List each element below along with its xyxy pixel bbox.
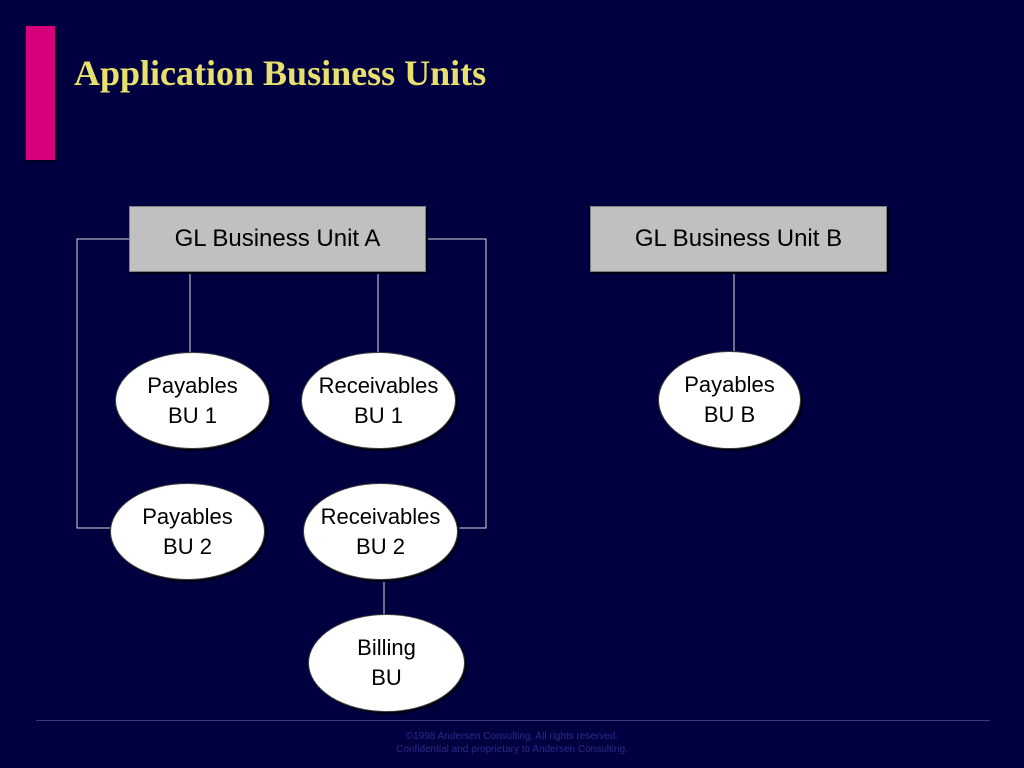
receivables-bu-2[interactable]: Receivables BU 2 bbox=[303, 483, 458, 580]
receivables-bu-1-line1: Receivables bbox=[318, 372, 439, 398]
footer-copyright: ©1998 Andersen Consulting. All rights re… bbox=[405, 731, 619, 742]
accent-bar bbox=[26, 26, 55, 160]
billing-bu-line1: Billing bbox=[357, 635, 416, 660]
payables-bu-b-line2: BU B bbox=[703, 402, 756, 427]
connector-gla-payables-bu2 bbox=[76, 238, 129, 529]
billing-bu-line2: BU bbox=[371, 665, 402, 690]
footer: ©1998 Andersen Consulting. All rights re… bbox=[312, 730, 712, 756]
gl-business-unit-b-label: GL Business Unit B bbox=[634, 225, 843, 252]
payables-bu-b[interactable]: Payables BU B bbox=[658, 351, 801, 449]
receivables-bu-2-line1: Receivables bbox=[320, 503, 441, 529]
footer-divider bbox=[36, 720, 990, 721]
payables-bu-2[interactable]: Payables BU 2 bbox=[110, 483, 265, 580]
payables-bu-b-line1: Payables bbox=[684, 372, 775, 397]
gl-business-unit-a[interactable]: GL Business Unit A bbox=[129, 206, 426, 272]
payables-bu-2-line1: Payables bbox=[142, 503, 233, 529]
payables-bu-2-line2: BU 2 bbox=[163, 533, 212, 559]
gl-business-unit-a-label: GL Business Unit A bbox=[174, 225, 381, 252]
receivables-bu-1-line2: BU 1 bbox=[354, 402, 403, 428]
payables-bu-1-line2: BU 1 bbox=[168, 402, 217, 428]
gl-business-unit-b[interactable]: GL Business Unit B bbox=[590, 206, 887, 272]
footer-confidential: Confidential and proprietary to Andersen… bbox=[396, 744, 628, 755]
slide-title: Application Business Units bbox=[74, 53, 487, 93]
receivables-bu-2-line2: BU 2 bbox=[356, 533, 405, 559]
connector-gla-receivables-bu2 bbox=[425, 238, 487, 529]
receivables-bu-1[interactable]: Receivables BU 1 bbox=[301, 352, 456, 449]
payables-bu-1[interactable]: Payables BU 1 bbox=[115, 352, 270, 449]
billing-bu[interactable]: Billing BU bbox=[308, 614, 465, 712]
payables-bu-1-line1: Payables bbox=[147, 372, 238, 398]
